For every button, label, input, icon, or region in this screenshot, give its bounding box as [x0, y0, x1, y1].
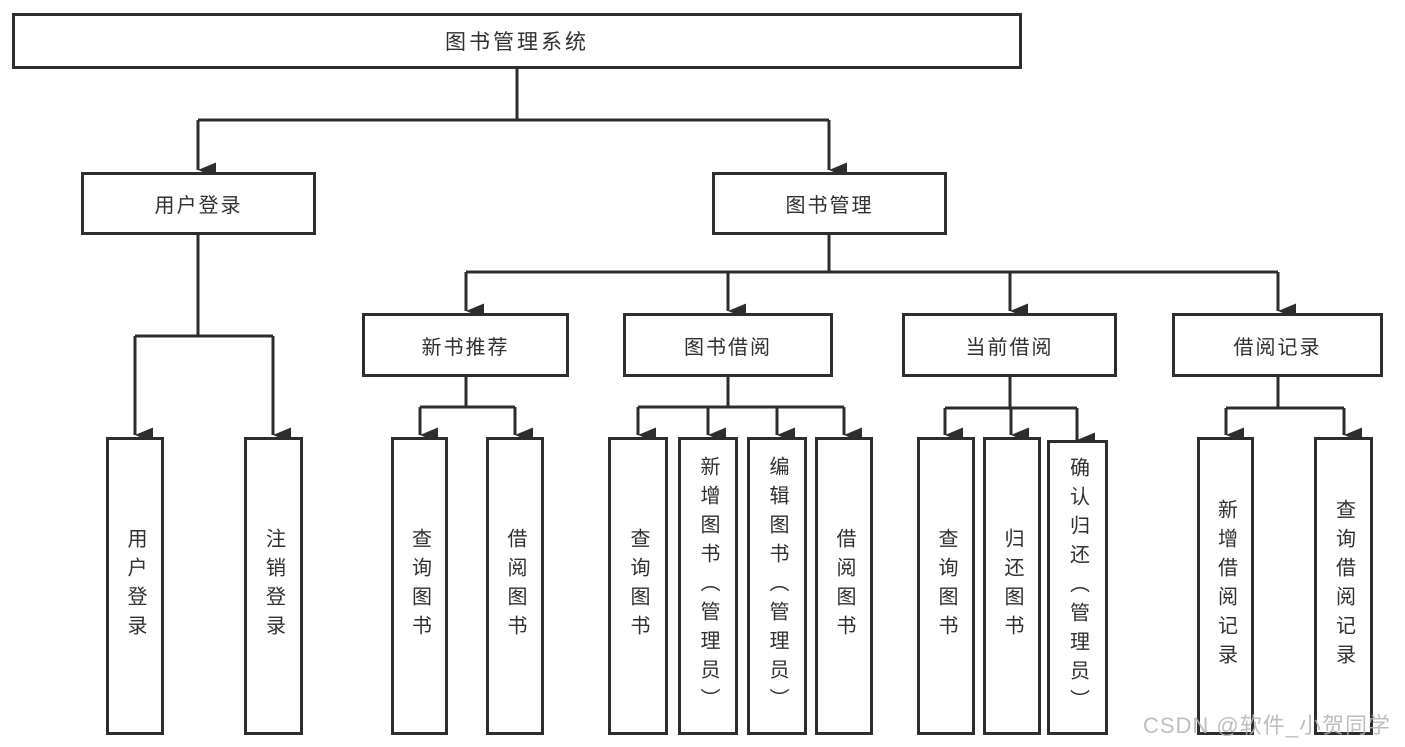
node-label: 新增借阅记录 — [1214, 499, 1237, 673]
node-user-login: 用户登录 — [81, 172, 316, 235]
node-label: 新增图书（管理员） — [697, 455, 719, 717]
node-label: 查询借阅记录 — [1332, 499, 1355, 673]
leaf-return-books: 归还图书 — [983, 437, 1041, 735]
node-current-borrowing: 当前借阅 — [902, 313, 1117, 377]
node-label: 图书管理 — [785, 195, 874, 217]
leaf-query-books-current: 查询图书 — [917, 437, 975, 735]
leaf-borrow-books: 借阅图书 — [815, 437, 873, 735]
leaf-query-books-recommend: 查询图书 — [391, 437, 448, 735]
node-label: 查询图书 — [935, 528, 957, 644]
node-label: 确认归还（管理员） — [1066, 457, 1089, 718]
node-label: 查询图书 — [408, 528, 431, 644]
node-library-management-system: 图书管理系统 — [12, 13, 1022, 69]
node-label: 编辑图书（管理员） — [766, 455, 788, 717]
node-label: 用户登录 — [154, 195, 243, 217]
node-label: 图书管理系统 — [445, 31, 589, 54]
node-label: 借阅图书 — [504, 528, 526, 644]
csdn-watermark: CSDN @软件_小贺同学 — [1142, 713, 1391, 738]
node-book-borrowing: 图书借阅 — [623, 313, 833, 377]
node-label: 查询图书 — [627, 528, 649, 644]
node-new-book-recommendation: 新书推荐 — [362, 313, 569, 377]
node-borrowing-records: 借阅记录 — [1172, 313, 1383, 377]
node-label: 当前借阅 — [965, 336, 1054, 359]
leaf-query-borrow-record: 查询借阅记录 — [1314, 437, 1373, 735]
node-label: 借阅图书 — [833, 528, 855, 644]
node-label: 归还图书 — [1001, 528, 1023, 644]
node-label: 新书推荐 — [421, 336, 510, 359]
leaf-add-books-admin: 新增图书（管理员） — [678, 437, 738, 735]
node-book-management: 图书管理 — [712, 172, 947, 235]
leaf-logout: 注销登录 — [244, 437, 303, 735]
node-label: 图书借阅 — [684, 336, 772, 359]
leaf-query-books-borrowing: 查询图书 — [608, 437, 668, 735]
node-label: 注销登录 — [262, 528, 285, 644]
node-label: 借阅记录 — [1233, 336, 1322, 359]
leaf-user-login: 用户登录 — [106, 437, 164, 735]
node-label: 用户登录 — [124, 528, 146, 644]
leaf-borrow-books-recommend: 借阅图书 — [486, 437, 544, 735]
leaf-confirm-return-admin: 确认归还（管理员） — [1047, 440, 1108, 735]
leaf-edit-books-admin: 编辑图书（管理员） — [747, 437, 807, 735]
leaf-add-borrow-record: 新增借阅记录 — [1197, 437, 1254, 735]
